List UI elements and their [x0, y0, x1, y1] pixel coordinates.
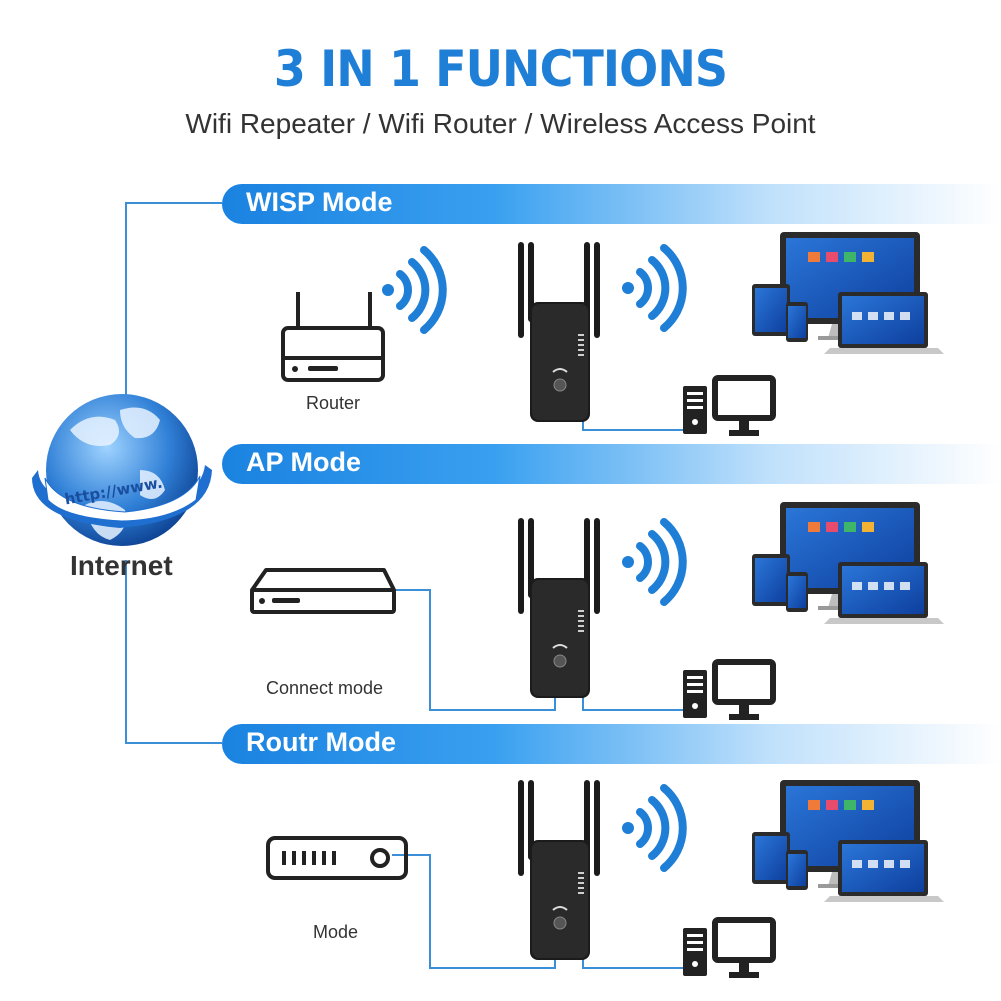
internet-label: Internet: [70, 550, 173, 581]
source-label-routr: Mode: [313, 922, 359, 942]
line-to-wisp: [125, 202, 222, 420]
line-ap-source: [392, 589, 556, 711]
mode-band-ap: AP Mode: [222, 444, 1001, 484]
line-to-routr: [125, 560, 222, 744]
line-routr-source: [392, 854, 556, 969]
line-wisp-pc: [582, 420, 683, 431]
mode-label: WISP Mode: [246, 187, 393, 217]
mode-label: AP Mode: [246, 447, 362, 477]
page-title: 3 IN 1 FUNCTIONS: [273, 40, 728, 98]
source-label-ap: Connect mode: [266, 678, 384, 698]
source-label-wisp: Router: [306, 393, 361, 413]
devices-icon: [752, 232, 944, 354]
mode-label: Routr Mode: [246, 727, 396, 757]
devices-icon: [752, 780, 944, 902]
mode-band-routr: Routr Mode: [222, 724, 1001, 764]
mode-band-wisp: WISP Mode: [222, 184, 1001, 224]
devices-icon: [752, 502, 944, 624]
line-ap-pc: [582, 695, 683, 711]
page-subtitle: Wifi Repeater / Wifi Router / Wireless A…: [185, 108, 816, 139]
